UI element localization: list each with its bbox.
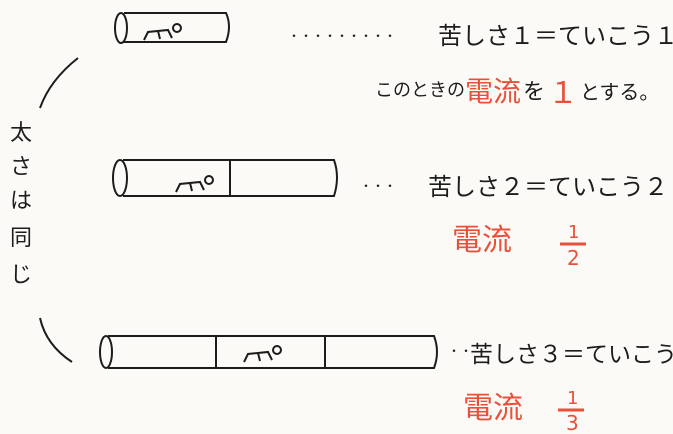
side-label-char: さ (10, 155, 32, 180)
side-label: 太 さ は 同 じ (10, 121, 32, 288)
row1-dots: ・・・・・・・・・ (288, 29, 396, 43)
tube-icon (99, 335, 438, 369)
row1-note: このときの 電流 を １ とする。 (375, 75, 659, 111)
bracket-top-arc (39, 57, 79, 109)
row2-statement: 苦しさ２＝ていこう２ (428, 173, 668, 201)
crawling-person-icon (143, 23, 182, 41)
row3-dots: ・・ (448, 344, 472, 358)
row3-denominator: 3 (566, 411, 579, 434)
bracket-bottom-arc (39, 317, 73, 363)
row1-note-value: １ (548, 76, 578, 111)
tube-icon (114, 12, 230, 44)
row2-numerator: 1 (568, 222, 579, 243)
row3-statement: 苦しさ３＝ていこう３ (470, 342, 673, 368)
row2-dots: ・・・ (360, 179, 396, 193)
side-label-char: は (10, 189, 32, 214)
side-label-char: 太 (10, 121, 32, 146)
row1-note-suffix: とする。 (580, 80, 659, 104)
side-label-char: 同 (10, 226, 32, 251)
crawling-person-icon (175, 175, 214, 193)
crawling-person-icon (243, 345, 282, 363)
row3-numerator: 1 (567, 388, 578, 409)
row2-current-label: 電流 (452, 223, 512, 258)
row2-denominator: 2 (567, 246, 580, 270)
row3-current-label: 電流 (463, 391, 523, 426)
tube-icon (112, 159, 338, 197)
side-label-char: じ (10, 263, 32, 288)
row1-note-prefix: このときの (375, 80, 465, 101)
row2-current: 電流 1 2 (452, 222, 586, 270)
row1-note-mid: を (523, 80, 545, 105)
row1-statement: 苦しさ１＝ていこう１ (438, 22, 673, 50)
row1-note-current: 電流 (465, 75, 521, 108)
row3-current: 電流 1 3 (463, 388, 584, 434)
